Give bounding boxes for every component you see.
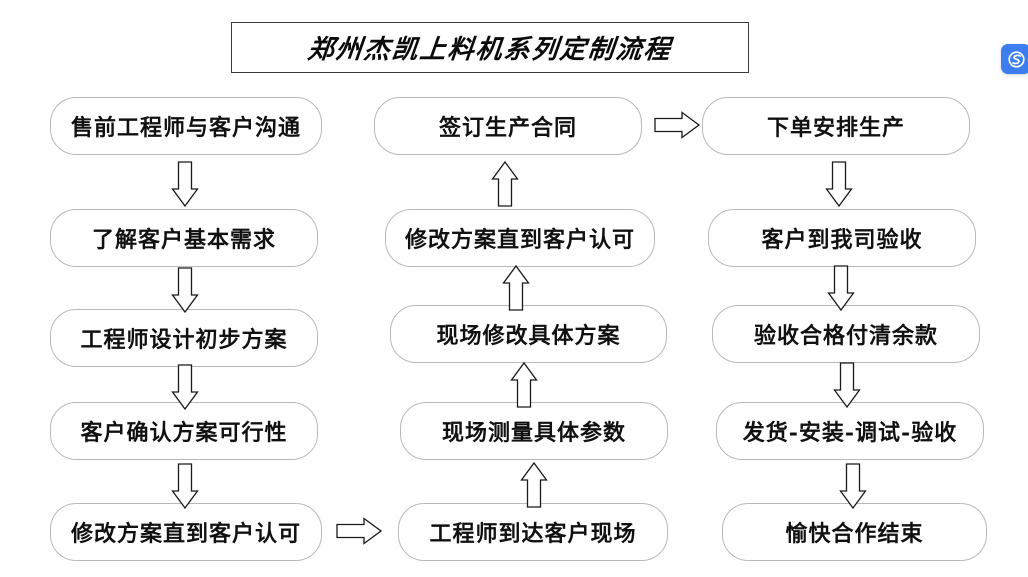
flow-node-1-2: 了解客户基本需求 xyxy=(50,209,318,267)
arrow-c3-2-icon xyxy=(827,265,855,312)
sogou-s-icon xyxy=(1007,50,1025,68)
flow-node-2-3: 现场修改具体方案 xyxy=(390,305,667,363)
flow-node-label: 现场修改具体方案 xyxy=(436,323,621,349)
arrow-c3-3-icon xyxy=(833,362,861,409)
flow-node-label: 发货-安装-调试-验收 xyxy=(742,420,958,446)
arrow-c1-4-icon xyxy=(171,463,199,510)
flow-node-3-5: 愉快合作结束 xyxy=(722,503,987,561)
arrow-c2-4-icon xyxy=(491,160,519,207)
chart-title-box: 郑州杰凯上料机系列定制流程 xyxy=(231,22,749,73)
flow-node-label: 下单安排生产 xyxy=(766,115,905,141)
arrow-c1-3-icon xyxy=(171,364,199,411)
flow-node-1-1: 售前工程师与客户沟通 xyxy=(50,97,322,155)
flow-node-2-2: 修改方案直到客户认可 xyxy=(385,209,655,267)
flow-node-3-2: 客户到我司验收 xyxy=(708,209,976,267)
flow-node-label: 了解客户基本需求 xyxy=(91,227,276,253)
flow-node-2-1: 签订生产合同 xyxy=(374,97,642,155)
flow-node-1-5: 修改方案直到客户认可 xyxy=(50,503,322,561)
flow-node-label: 客户确认方案可行性 xyxy=(80,420,288,446)
flow-node-label: 修改方案直到客户认可 xyxy=(404,227,635,253)
flow-node-label: 工程师到达客户现场 xyxy=(429,521,637,547)
flow-node-label: 工程师设计初步方案 xyxy=(80,327,288,353)
arrow-c2-to-c3-icon xyxy=(654,111,701,139)
arrow-c1-2-icon xyxy=(171,267,199,314)
flow-node-label: 签订生产合同 xyxy=(438,115,577,141)
flow-node-label: 售前工程师与客户沟通 xyxy=(70,115,301,141)
flow-node-label: 愉快合作结束 xyxy=(785,521,924,547)
sogou-logo-badge[interactable] xyxy=(1001,44,1028,74)
arrow-c1-to-c2-icon xyxy=(336,517,383,545)
arrow-c1-1-icon xyxy=(171,161,199,208)
flow-node-label: 验收合格付清余款 xyxy=(753,323,938,349)
arrow-c2-3-icon xyxy=(502,264,530,311)
arrow-c3-1-icon xyxy=(825,161,853,208)
flow-node-1-3: 工程师设计初步方案 xyxy=(50,309,318,367)
flow-node-3-1: 下单安排生产 xyxy=(702,97,970,155)
flow-node-3-4: 发货-安装-调试-验收 xyxy=(716,402,984,460)
flow-node-2-5: 工程师到达客户现场 xyxy=(398,503,668,561)
flow-node-label: 客户到我司验收 xyxy=(761,227,923,253)
chart-title-text: 郑州杰凯上料机系列定制流程 xyxy=(306,35,674,65)
arrow-c2-2-icon xyxy=(510,361,538,408)
flow-node-1-4: 客户确认方案可行性 xyxy=(50,402,318,460)
flow-node-2-4: 现场测量具体参数 xyxy=(400,402,668,460)
flow-node-label: 修改方案直到客户认可 xyxy=(70,521,301,547)
arrow-c3-4-icon xyxy=(839,463,867,510)
flow-node-3-3: 验收合格付清余款 xyxy=(712,305,980,363)
flow-node-label: 现场测量具体参数 xyxy=(441,420,626,446)
arrow-c2-1-icon xyxy=(520,461,548,508)
